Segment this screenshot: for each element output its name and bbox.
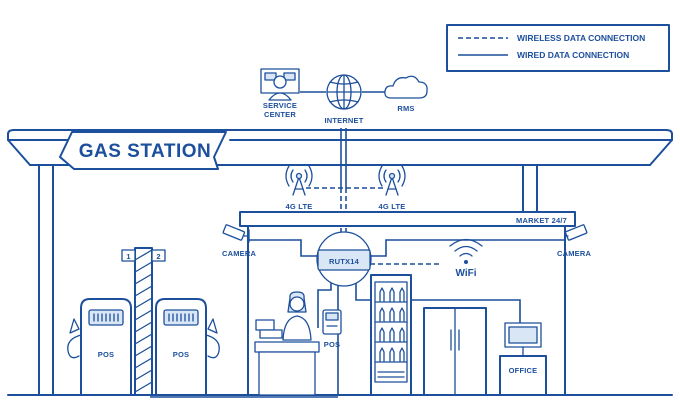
camera-right-label: CAMERA	[557, 249, 591, 258]
legend-wireless-label: WIRELESS DATA CONNECTION	[517, 33, 645, 43]
wifi-icon	[449, 238, 483, 264]
wifi-label: WiFi	[455, 268, 476, 279]
internet-label: INTERNET	[324, 116, 363, 125]
router-icon	[316, 231, 372, 287]
camera-left-label: CAMERA	[222, 249, 256, 258]
legend: WIRELESS DATA CONNECTION WIRED DATA CONN…	[446, 24, 670, 72]
lte-right-label: 4G LTE	[379, 202, 406, 211]
fridge-icon	[370, 274, 412, 396]
counter	[254, 341, 320, 396]
service-center-icon	[260, 68, 300, 101]
office-room	[499, 355, 547, 396]
lte-antenna-left-icon	[285, 165, 313, 196]
wired-router-camera-right	[370, 239, 565, 257]
lte-antenna-right-icon	[378, 165, 406, 196]
fuel-pump-left	[67, 298, 132, 396]
cash-register-icon	[255, 319, 283, 339]
legend-box	[446, 24, 670, 72]
cashier-icon	[282, 291, 312, 341]
pump-number-1: 1	[126, 252, 130, 261]
router-label: RUTX14	[329, 257, 360, 266]
office-label: OFFICE	[509, 366, 538, 375]
fuel-pump-right	[155, 298, 220, 396]
gas-station-label: GAS STATION	[79, 141, 212, 162]
cabinet-icon	[423, 307, 487, 396]
camera-left-icon	[222, 224, 250, 243]
lte-left-label: 4G LTE	[286, 202, 313, 211]
service-center-label: SERVICE	[263, 101, 297, 110]
market-label: MARKET 24/7	[516, 216, 567, 225]
pos-counter-label: POS	[324, 340, 340, 349]
rms-cloud-icon	[384, 75, 428, 99]
wired-router-office	[355, 274, 521, 330]
pos-terminal-icon	[322, 309, 342, 335]
legend-wired-label: WIRED DATA CONNECTION	[517, 50, 629, 60]
rms-label: RMS	[397, 104, 414, 113]
pos-right-label: POS	[173, 350, 189, 359]
pos-left-label: POS	[98, 350, 114, 359]
pump-number-1-box	[121, 249, 136, 262]
office-computer-icon	[504, 322, 542, 357]
pump-number-2: 2	[156, 252, 160, 261]
pump-number-2-box	[151, 249, 166, 262]
wired-camera-left-router	[249, 239, 318, 257]
pump-island-column	[121, 247, 166, 396]
camera-right-icon	[564, 224, 588, 241]
internet-globe-icon	[326, 74, 362, 110]
service-center-label-2: CENTER	[264, 110, 296, 119]
gas-station-banner	[59, 131, 227, 170]
